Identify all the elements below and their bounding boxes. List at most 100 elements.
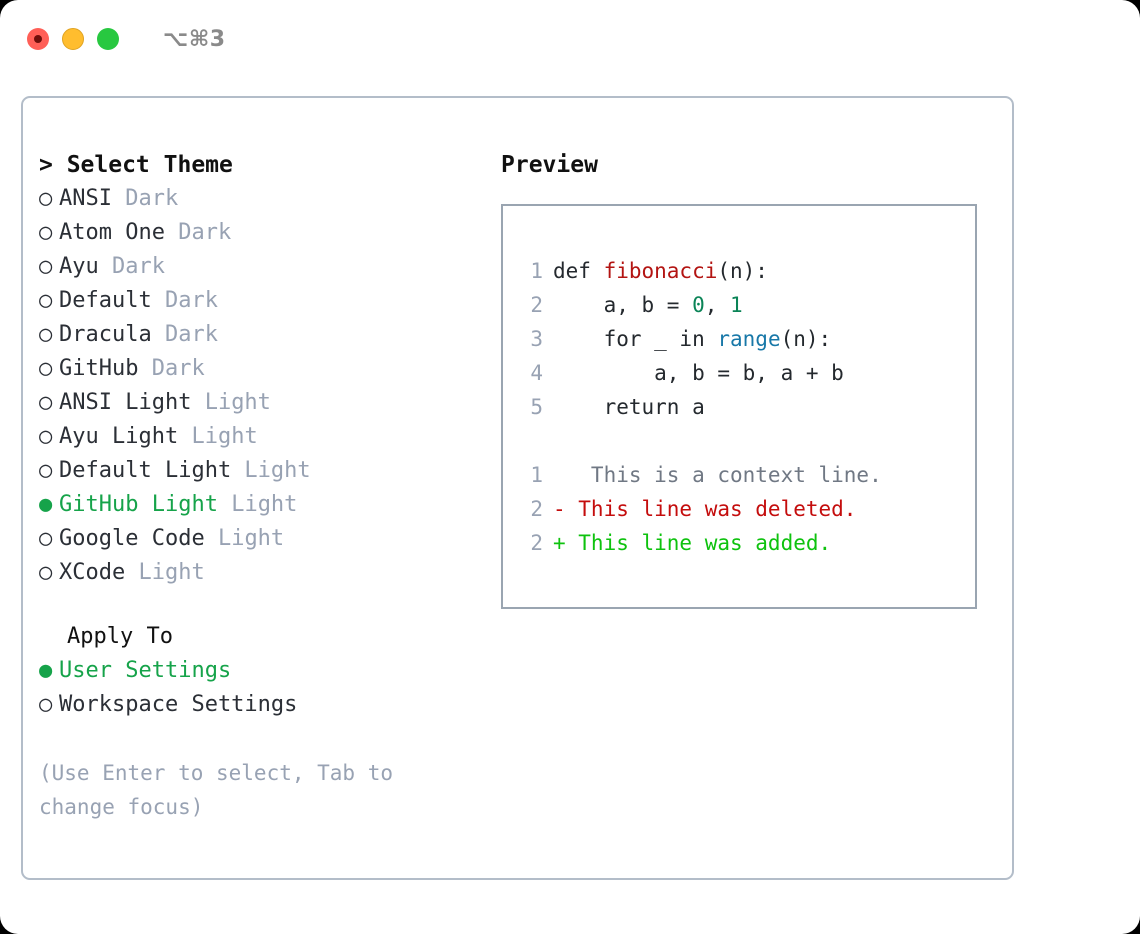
theme-option-label: Ayu Light <box>59 424 179 449</box>
line-number: 2 <box>530 293 543 317</box>
theme-variant-label: Light <box>217 492 298 517</box>
radio-unselected-icon: ○ <box>39 458 53 483</box>
radio-unselected-icon: ○ <box>39 356 53 381</box>
code-token: (n): <box>717 259 768 283</box>
code-line: 1 def fibonacci(n): <box>521 254 975 288</box>
theme-option[interactable]: ○Dracula Dark <box>39 318 479 352</box>
code-token: def <box>553 259 604 283</box>
theme-option[interactable]: ○Atom One Dark <box>39 216 479 250</box>
line-number: 1 <box>530 259 543 283</box>
apply-to-section: Apply To ●User Settings○Workspace Settin… <box>39 620 479 722</box>
line-number: 2 <box>530 531 543 555</box>
theme-list[interactable]: ○ANSI Dark○Atom One Dark○Ayu Dark○Defaul… <box>39 182 479 590</box>
code-line: 4 a, b = b, a + b <box>521 356 975 390</box>
code-token: (n): <box>780 327 832 351</box>
theme-variant-label: Light <box>204 526 285 551</box>
theme-option[interactable]: ○GitHub Dark <box>39 352 479 386</box>
apply-to-option[interactable]: ●User Settings <box>39 654 479 688</box>
code-line: 3 for _ in range(n): <box>521 322 975 356</box>
radio-unselected-icon: ○ <box>39 220 53 245</box>
diff-line: 2 - This line was deleted. <box>521 492 975 526</box>
line-number: 3 <box>530 327 543 351</box>
apply-to-option[interactable]: ○Workspace Settings <box>39 688 479 722</box>
code-line: 2 a, b = 0, 1 <box>521 288 975 322</box>
select-theme-header: > Select Theme <box>39 152 233 178</box>
theme-option-label: Dracula <box>59 322 152 347</box>
close-button[interactable] <box>27 28 49 50</box>
theme-variant-label: Dark <box>138 356 205 381</box>
theme-option[interactable]: ○ANSI Light Light <box>39 386 479 420</box>
diff-sample: 1 This is a context line. 2 - This line wa… <box>521 458 975 560</box>
theme-variant-label: Light <box>178 424 258 449</box>
theme-variant-label: Dark <box>98 254 165 279</box>
close-icon <box>34 35 42 43</box>
diff-line-text: - This line was deleted. <box>553 497 857 521</box>
theme-option-label: Default <box>59 288 152 313</box>
line-number: 5 <box>530 395 543 419</box>
radio-unselected-icon: ○ <box>39 390 53 415</box>
theme-option[interactable]: ○Ayu Light Light <box>39 420 479 454</box>
theme-option-label: Google Code <box>59 526 205 551</box>
code-token: a, b = b, a + b <box>553 361 844 385</box>
minimize-button[interactable] <box>62 28 84 50</box>
code-token: range <box>717 327 781 351</box>
theme-variant-label: Dark <box>151 322 218 347</box>
theme-option[interactable]: ○Default Dark <box>39 284 479 318</box>
apply-to-option-label: Workspace Settings <box>59 692 298 717</box>
code-token: , <box>704 293 731 317</box>
line-number: 1 <box>530 463 543 487</box>
code-token: 1 <box>730 293 743 317</box>
theme-variant-label: Light <box>191 390 271 415</box>
spacer <box>521 424 975 458</box>
theme-option-label: Default Light <box>59 458 232 483</box>
theme-variant-label: Light <box>231 458 311 483</box>
radio-unselected-icon: ○ <box>39 186 53 211</box>
theme-option[interactable]: ●GitHub Light Light <box>39 488 479 522</box>
apply-to-header: Apply To <box>67 624 173 649</box>
theme-variant-label: Light <box>125 560 205 585</box>
code-token: return a <box>553 395 705 419</box>
theme-option-label: Atom One <box>59 220 165 245</box>
theme-variant-label: Dark <box>164 220 232 245</box>
radio-unselected-icon: ○ <box>39 288 53 313</box>
line-number: 2 <box>530 497 543 521</box>
radio-unselected-icon: ○ <box>39 692 53 717</box>
maximize-button[interactable] <box>97 28 119 50</box>
theme-option-label: Ayu <box>59 254 99 279</box>
theme-option[interactable]: ○Default Light Light <box>39 454 479 488</box>
keyboard-shortcut-label: ⌥⌘3 <box>163 26 226 52</box>
code-token: 0 <box>692 293 705 317</box>
radio-selected-icon: ● <box>39 658 53 683</box>
radio-unselected-icon: ○ <box>39 254 53 279</box>
theme-option[interactable]: ○Google Code Light <box>39 522 479 556</box>
code-line: 5 return a <box>521 390 975 424</box>
theme-option-label: XCode <box>59 560 126 585</box>
theme-option[interactable]: ○XCode Light <box>39 556 479 590</box>
theme-variant-label: Dark <box>151 288 218 313</box>
theme-option-label: GitHub Light <box>59 492 218 517</box>
line-number: 4 <box>530 361 543 385</box>
radio-unselected-icon: ○ <box>39 560 53 585</box>
diff-line: 2 + This line was added. <box>521 526 975 560</box>
radio-unselected-icon: ○ <box>39 526 53 551</box>
theme-option[interactable]: ○ANSI Dark <box>39 182 479 216</box>
theme-option-label: GitHub <box>59 356 139 381</box>
theme-option[interactable]: ○Ayu Dark <box>39 250 479 284</box>
diff-line: 1 This is a context line. <box>521 458 975 492</box>
title-bar: ⌥⌘3 <box>0 0 1140 78</box>
radio-unselected-icon: ○ <box>39 322 53 347</box>
theme-option-label: ANSI <box>59 186 112 211</box>
radio-unselected-icon: ○ <box>39 424 53 449</box>
code-token: fibonacci <box>603 259 718 283</box>
apply-to-list[interactable]: ●User Settings○Workspace Settings <box>39 654 479 722</box>
diff-line-text: This is a context line. <box>553 463 882 487</box>
traffic-lights <box>27 28 119 50</box>
apply-to-option-label: User Settings <box>59 658 232 683</box>
diff-line-text: + This line was added. <box>553 531 832 555</box>
radio-selected-icon: ● <box>39 492 53 517</box>
preview-header: Preview <box>501 152 598 178</box>
